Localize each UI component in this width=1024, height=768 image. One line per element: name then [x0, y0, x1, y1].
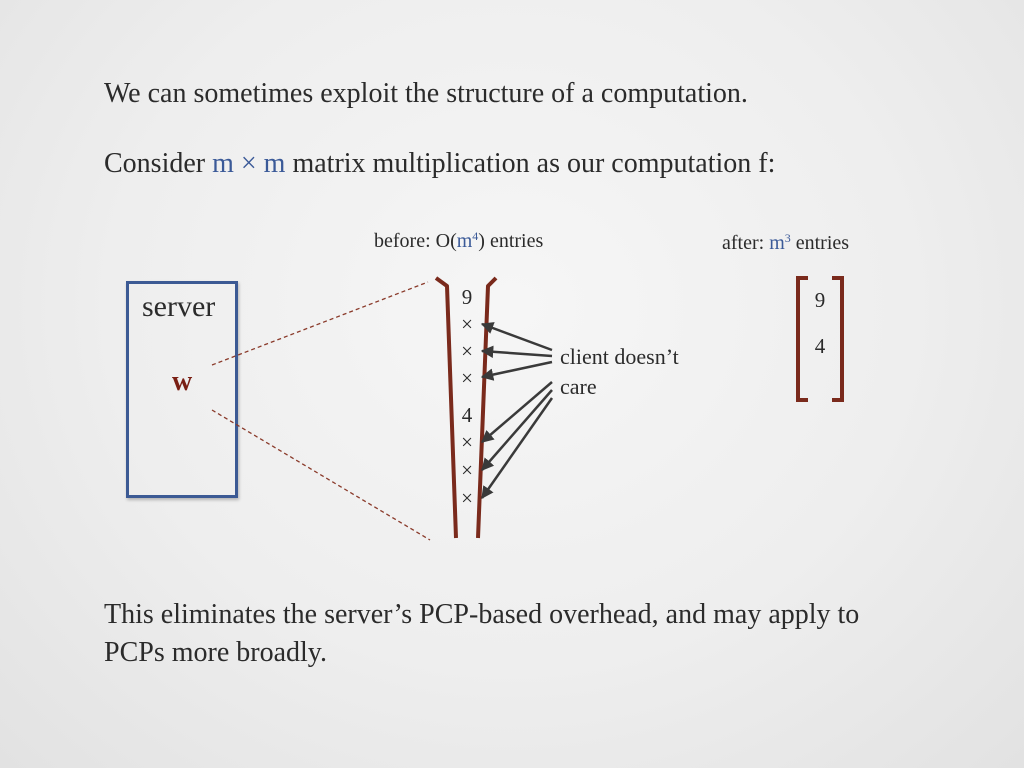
before-entry: × — [461, 430, 473, 454]
before-label: before: O(m4) entries — [374, 230, 543, 253]
matrix-size: m × m — [212, 148, 286, 179]
computation-line-prefix: Consider — [104, 148, 213, 179]
after-label-suffix: entries — [790, 232, 850, 254]
before-label-m: m — [456, 230, 473, 252]
client-note-line: client doesn’t — [560, 344, 679, 369]
before-entry: 4 — [461, 403, 473, 427]
before-entry: × — [461, 366, 473, 390]
server-box — [126, 281, 238, 498]
before-entry: × — [461, 458, 473, 482]
projection-line-top — [211, 281, 429, 366]
before-label-exponent: 4 — [472, 229, 479, 243]
computation-line-suffix: matrix multiplication as our computation… — [285, 148, 776, 179]
arrow-to-entry-2 — [480, 322, 553, 352]
after-label-exponent: 3 — [784, 231, 791, 245]
arrow-to-entry-3 — [480, 345, 553, 359]
before-entry: × — [461, 312, 473, 336]
proof-vector-label: w — [172, 366, 193, 397]
server-label: server — [142, 290, 216, 323]
arrow-to-entry-7 — [481, 389, 553, 471]
after-entry: 4 — [814, 334, 826, 358]
before-bracket-right — [476, 276, 498, 539]
after-label: after: m3 entries — [722, 232, 849, 255]
after-bracket-left — [796, 276, 808, 402]
before-entry: × — [461, 339, 473, 363]
arrow-to-entry-6 — [481, 381, 553, 443]
before-entry: 9 — [461, 285, 473, 309]
before-label-prefix: before: O( — [374, 230, 457, 252]
client-note-line: care — [560, 374, 597, 399]
computation-line: Consider m × m matrix multiplication as … — [104, 148, 775, 180]
before-label-suffix: ) entries — [478, 230, 544, 252]
after-entry: 9 — [814, 288, 826, 312]
client-note: client doesn’t care — [560, 342, 679, 402]
after-label-prefix: after: — [722, 232, 770, 254]
arrow-to-entry-8 — [480, 397, 554, 500]
after-bracket-right — [832, 276, 844, 402]
intro-line: We can sometimes exploit the structure o… — [104, 78, 748, 109]
conclusion-text: This eliminates the server’s PCP-based o… — [104, 599, 860, 668]
arrow-to-entry-4 — [480, 360, 553, 381]
before-bracket-left — [434, 276, 458, 539]
after-label-m: m — [769, 232, 785, 254]
before-entry: × — [461, 486, 473, 510]
projection-line-bottom — [211, 409, 431, 541]
